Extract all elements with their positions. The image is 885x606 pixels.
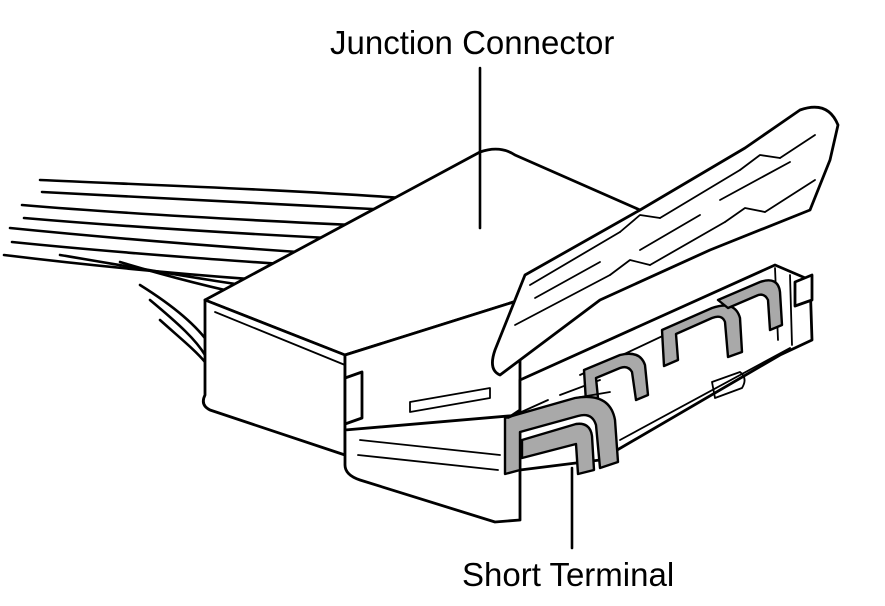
wire-bundle: [2, 178, 432, 364]
junction-connector-label: Junction Connector: [330, 24, 615, 61]
cavity-terminals: [582, 279, 784, 404]
short-terminal: [503, 391, 620, 476]
latch-arm: [491, 105, 840, 377]
connector-housing: [201, 147, 642, 524]
short-terminal-label: Short Terminal: [462, 556, 675, 593]
